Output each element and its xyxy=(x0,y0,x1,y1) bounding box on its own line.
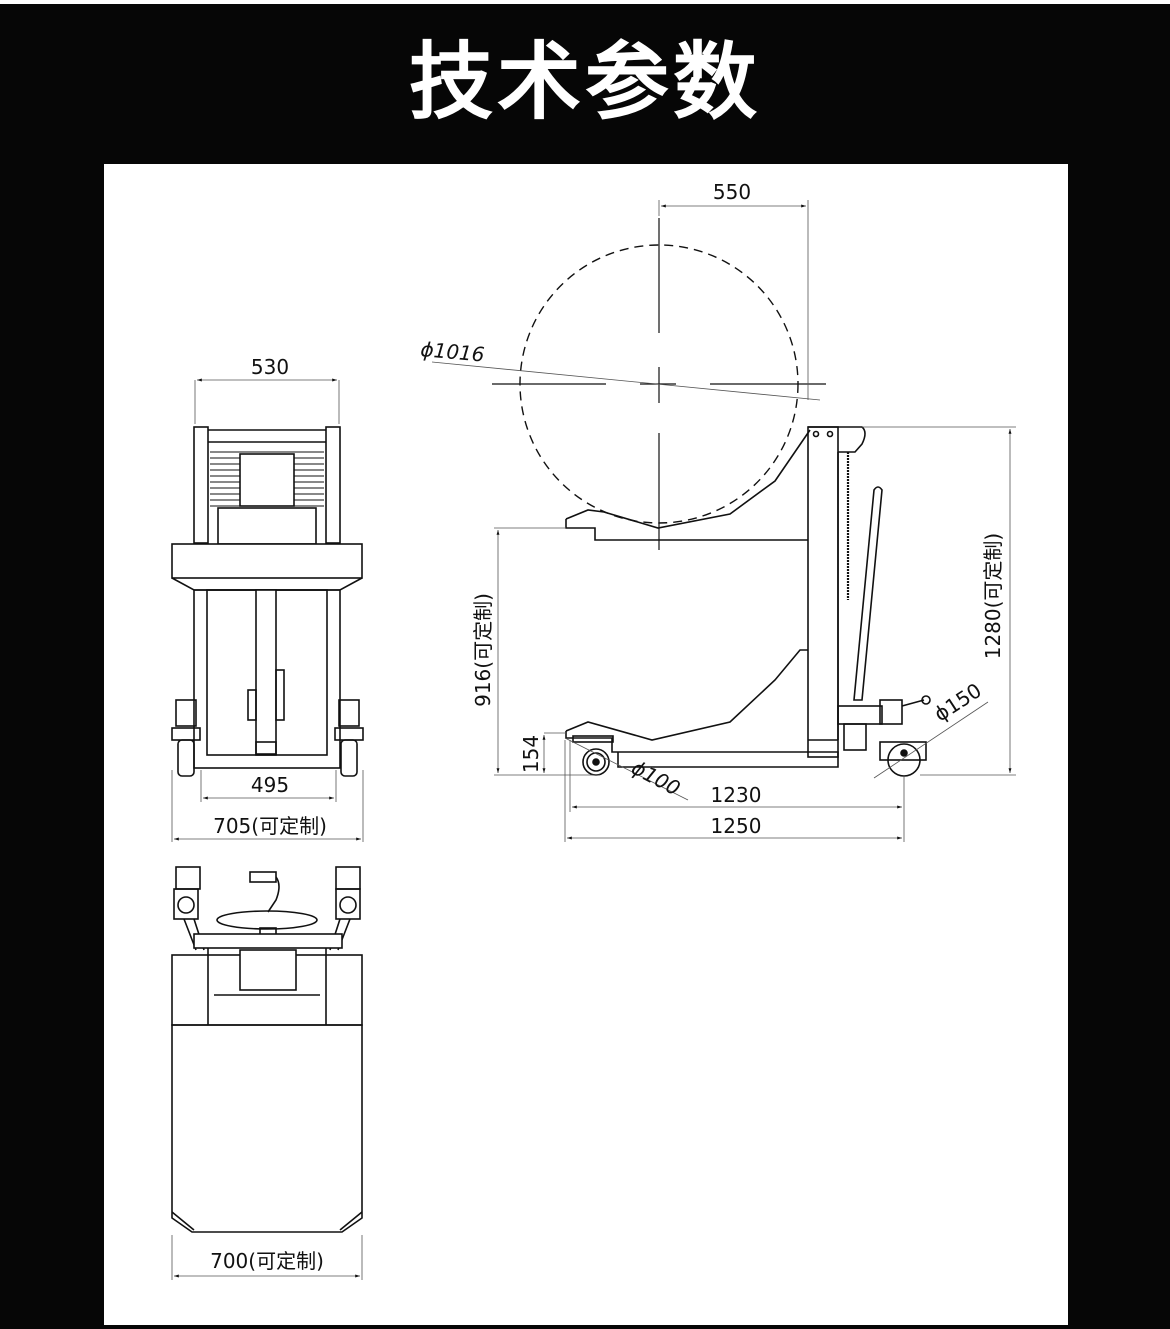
drawing-panel: 530 495 705(可定制) xyxy=(104,164,1068,1325)
dim-fork-height: 154 xyxy=(519,735,543,773)
dim-overall-length: 1250 xyxy=(711,814,762,838)
technical-drawing: 530 495 705(可定制) xyxy=(171,180,1016,1280)
dim-lift-height: 916(可定制) xyxy=(471,593,495,707)
dim-front-wheel: ϕ100 xyxy=(628,755,685,800)
top-view xyxy=(171,866,363,1280)
dim-drum-offset: 550 xyxy=(713,180,751,204)
dim-front-top-width: 530 xyxy=(251,355,289,379)
front-view xyxy=(171,378,364,842)
side-view xyxy=(431,200,1016,842)
page-title: 技术参数 xyxy=(408,33,761,131)
top-edge xyxy=(0,0,1170,4)
dim-top-platform-width: 700(可定制) xyxy=(210,1249,324,1273)
dim-drum-diameter: ϕ1016 xyxy=(420,337,486,366)
dim-rear-wheel: ϕ150 xyxy=(930,678,986,726)
dim-overall-height: 1280(可定制) xyxy=(981,533,1005,660)
header-bar: 技术参数 xyxy=(0,4,1170,164)
dim-wheelbase: 1230 xyxy=(711,783,762,807)
dim-front-inner-width: 495 xyxy=(251,773,289,797)
dim-front-overall-width: 705(可定制) xyxy=(213,814,327,838)
